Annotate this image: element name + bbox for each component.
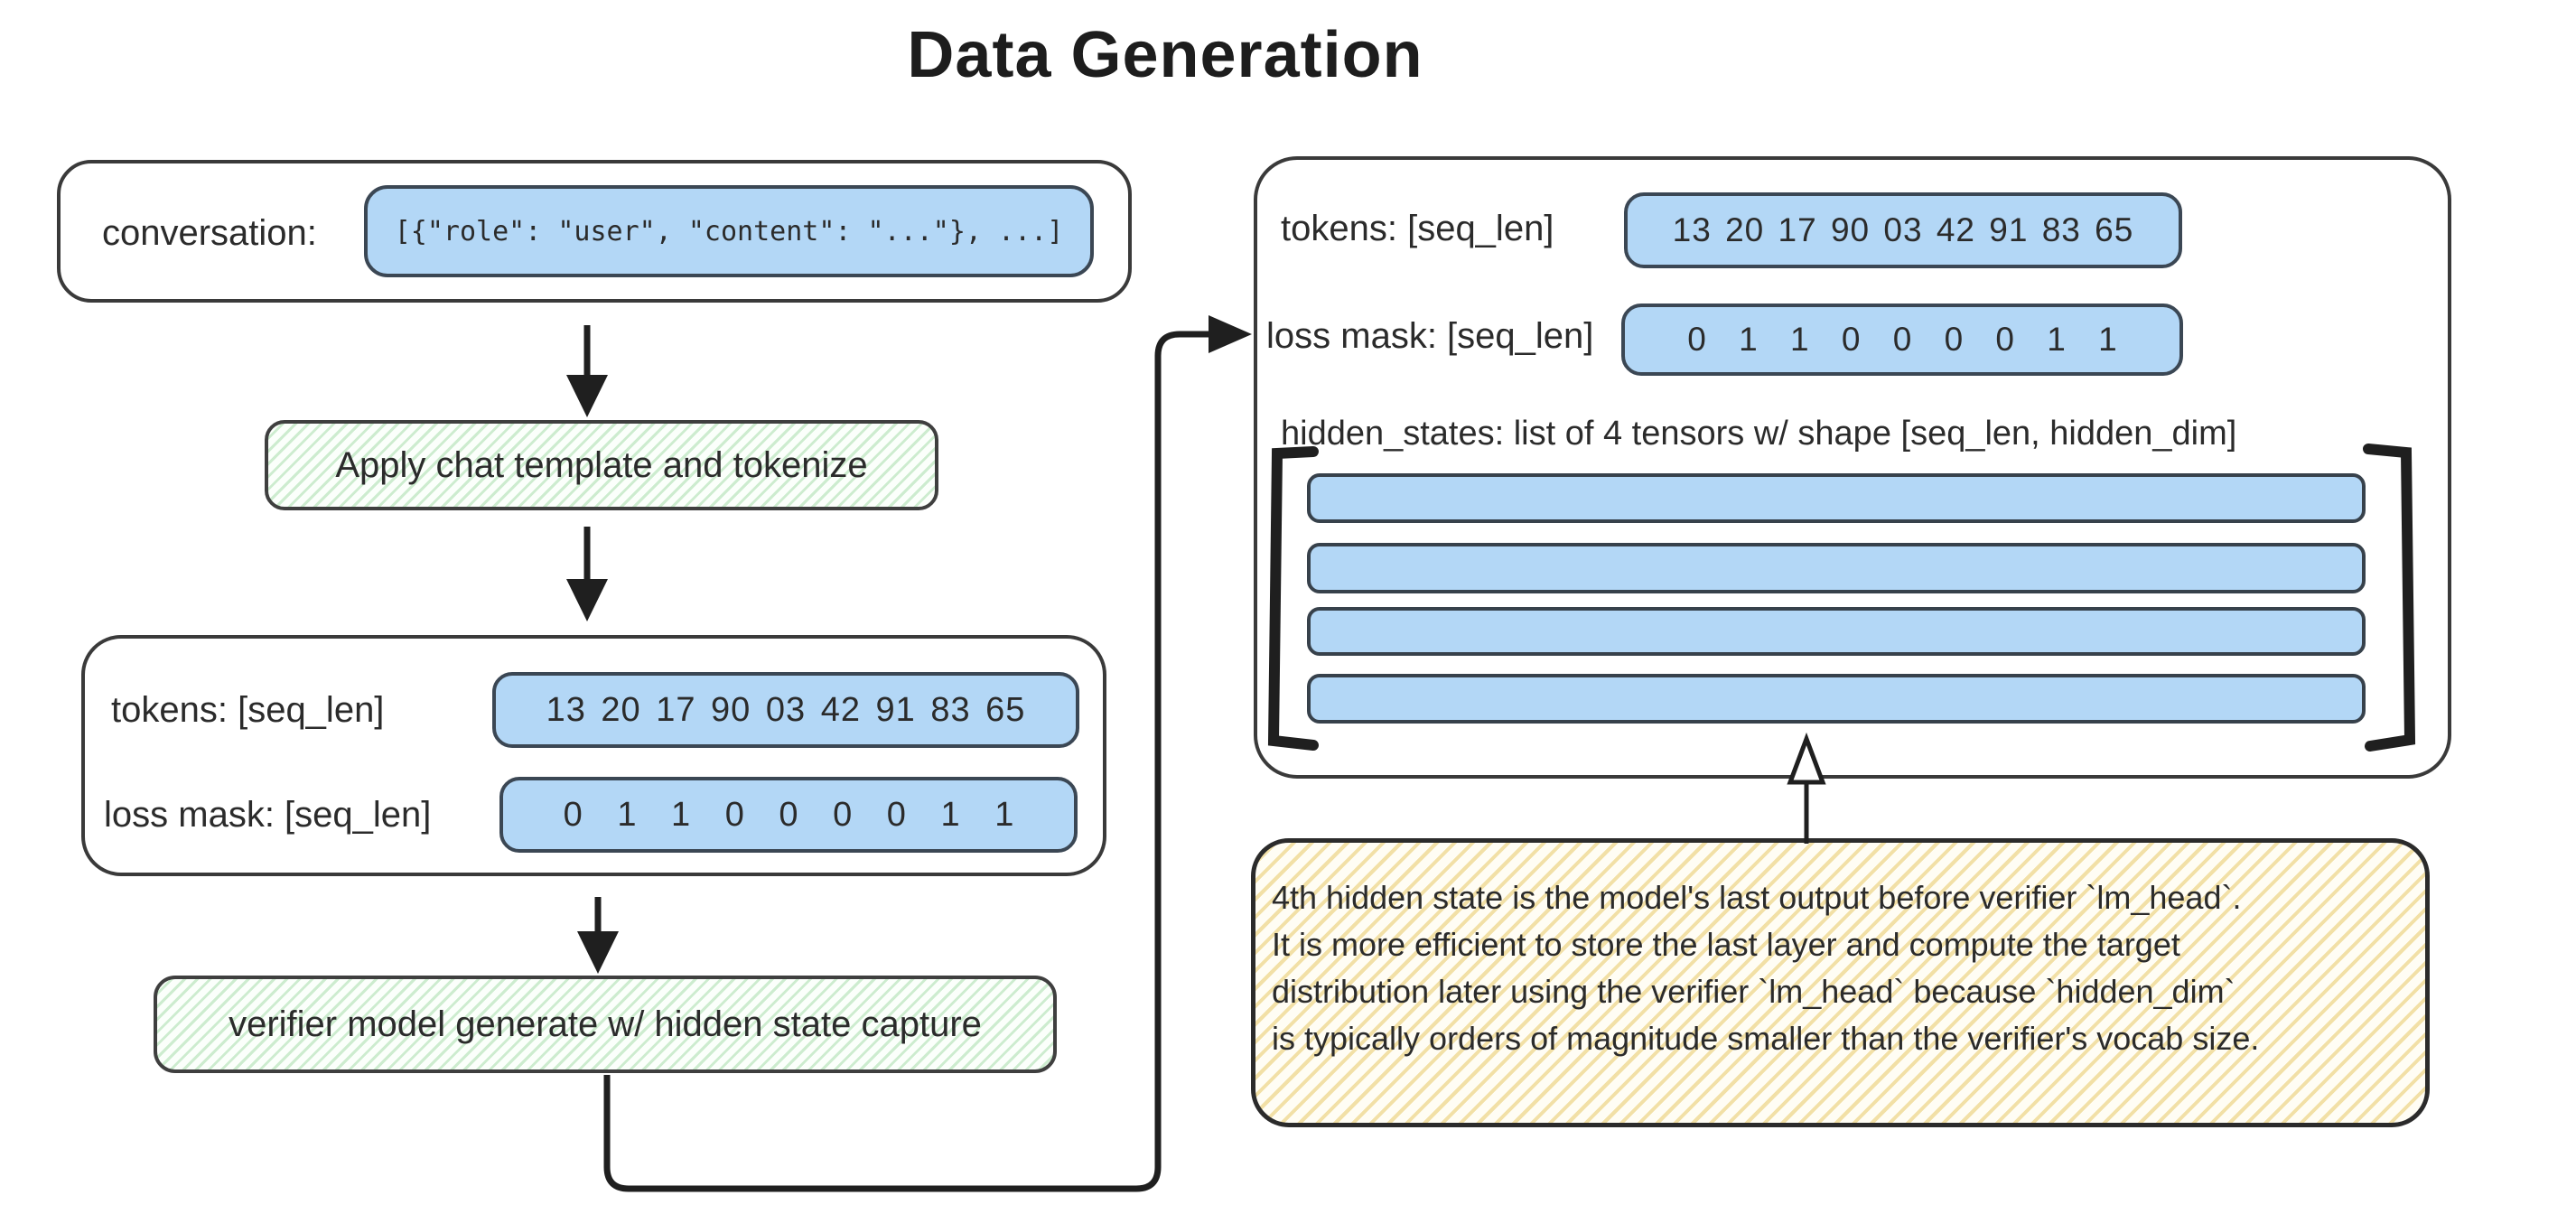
right-tokens-values: 13 20 17 90 03 42 91 83 65 <box>1672 211 2134 248</box>
note-text: 4th hidden state is the model's last out… <box>1272 879 2260 1057</box>
hidden-state-bar <box>1307 473 2366 523</box>
left-tokens-label: tokens: [seq_len] <box>111 690 385 730</box>
right-loss-mask-values: 0 1 1 0 0 0 0 1 1 <box>1687 321 2117 358</box>
hidden-states-label: hidden_states: list of 4 tensors w/ shap… <box>1281 415 2237 453</box>
right-tokens-pill: 13 20 17 90 03 42 91 83 65 <box>1624 192 2182 268</box>
left-loss-mask-pill: 0 1 1 0 0 0 0 1 1 <box>499 777 1078 853</box>
hidden-state-bar <box>1307 674 2366 724</box>
right-loss-mask-pill: 0 1 1 0 0 0 0 1 1 <box>1621 304 2183 376</box>
arrow-down-3 <box>577 897 619 974</box>
hidden-state-bar <box>1307 607 2366 656</box>
step-tokenize-label: Apply chat template and tokenize <box>335 444 868 485</box>
right-tokens-label: tokens: [seq_len] <box>1281 209 1554 248</box>
note-box <box>1251 838 2430 1127</box>
left-loss-mask-label: loss mask: [seq_len] <box>104 795 432 835</box>
page-title: Data Generation <box>907 19 1423 91</box>
conversation-value: [{"role": "user", "content": "..."}, ...… <box>394 215 1064 247</box>
step-generate-box: verifier model generate w/ hidden state … <box>154 976 1057 1073</box>
left-loss-mask-values: 0 1 1 0 0 0 0 1 1 <box>563 795 1014 834</box>
step-generate-label: verifier model generate w/ hidden state … <box>229 1004 982 1044</box>
hidden-state-bar <box>1307 543 2366 593</box>
arrow-down-1 <box>566 325 608 417</box>
conversation-label: conversation: <box>102 213 317 253</box>
left-tokens-pill: 13 20 17 90 03 42 91 83 65 <box>492 672 1079 748</box>
conversation-value-pill: [{"role": "user", "content": "..."}, ...… <box>364 185 1094 277</box>
arrow-down-2 <box>566 527 608 621</box>
right-loss-mask-label: loss mask: [seq_len] <box>1266 316 1594 356</box>
left-tokens-values: 13 20 17 90 03 42 91 83 65 <box>546 690 1026 729</box>
step-tokenize-box: Apply chat template and tokenize <box>265 420 938 510</box>
